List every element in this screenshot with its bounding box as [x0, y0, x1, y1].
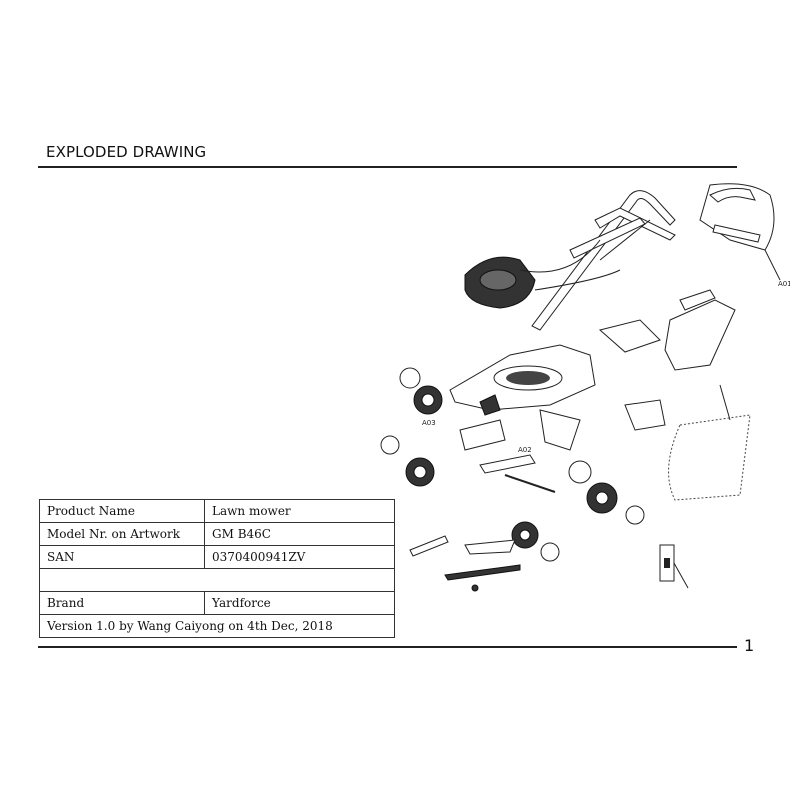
drive-parts [409, 409, 581, 557]
handle-assembly [531, 190, 676, 331]
exploded-drawing: A01 A02 A03 [380, 183, 790, 592]
row-value: 0370400941ZV [204, 545, 395, 569]
version-note: Version 1.0 by Wang Caiyong on 4th Dec, … [39, 614, 395, 638]
row-value: Lawn mower [204, 499, 395, 523]
callout-a01: A01 [778, 280, 790, 288]
blade-assembly [444, 539, 521, 592]
callout-a02: A02 [518, 446, 532, 454]
table-row: Brand Yardforce [39, 591, 395, 615]
row-label: SAN [39, 545, 205, 569]
page-title: EXPLODED DRAWING [46, 143, 207, 161]
table-row: Product Name Lawn mower [39, 499, 395, 523]
row-label: Product Name [39, 499, 205, 523]
mower-deck [449, 344, 596, 416]
table-row: Model Nr. on Artwork GM B46C [39, 522, 395, 546]
table-row: SAN 0370400941ZV [39, 545, 395, 569]
product-info-table: Product Name Lawn mower Model Nr. on Art… [39, 499, 395, 638]
page-number: 1 [744, 636, 755, 655]
callout-a03: A03 [422, 419, 436, 427]
row-label: Model Nr. on Artwork [39, 522, 205, 546]
wheels [380, 367, 645, 562]
empty-row [39, 568, 395, 592]
grass-box-parts [598, 289, 736, 431]
title-divider [38, 166, 737, 168]
row-value: GM B46C [204, 522, 395, 546]
footer-divider [38, 646, 737, 648]
table-row [39, 568, 395, 592]
table-row: Version 1.0 by Wang Caiyong on 4th Dec, … [39, 614, 395, 638]
upper-handle [699, 183, 781, 281]
row-value: Yardforce [204, 591, 395, 615]
row-label: Brand [39, 591, 205, 615]
engine [464, 239, 621, 309]
label-plate [659, 544, 689, 589]
grass-bag [668, 384, 751, 501]
